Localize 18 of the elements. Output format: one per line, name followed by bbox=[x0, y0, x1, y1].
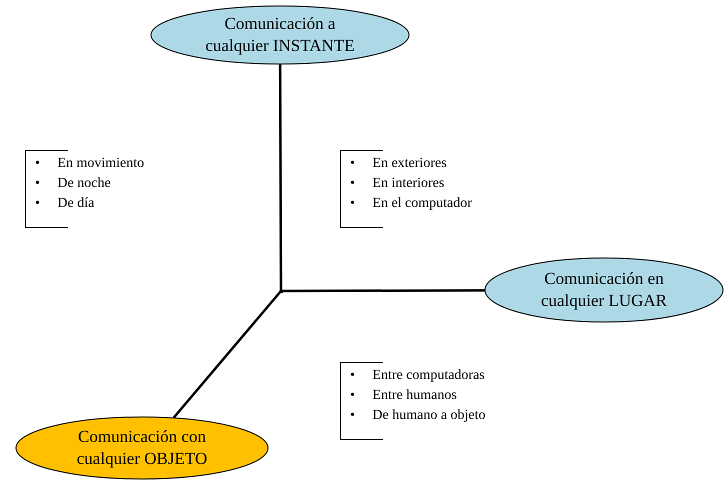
node-label: Comunicación en cualquier LUGAR bbox=[540, 268, 668, 312]
node-label: Comunicación con cualquier OBJETO bbox=[76, 426, 208, 470]
connector-line bbox=[173, 290, 282, 418]
node-label: Comunicación a cualquier INSTANTE bbox=[205, 13, 355, 57]
connector-line bbox=[280, 289, 486, 292]
list-item: • En el computador bbox=[350, 195, 473, 213]
ellipse-node bbox=[150, 5, 410, 65]
list-item: • Entre computadoras bbox=[350, 367, 486, 385]
ellipse-node bbox=[15, 416, 269, 480]
list-item: • De humano a objeto bbox=[350, 407, 487, 425]
list-item: • Entre humanos bbox=[350, 387, 458, 405]
connector-line bbox=[278, 64, 282, 292]
list-item: • De noche bbox=[35, 175, 112, 193]
list-item: • En exteriores bbox=[350, 155, 448, 173]
list-item: • En interiores bbox=[350, 175, 446, 193]
list-item: • En movimiento bbox=[35, 155, 146, 173]
list-item: • De día bbox=[35, 195, 96, 213]
ellipse-node bbox=[484, 257, 724, 323]
